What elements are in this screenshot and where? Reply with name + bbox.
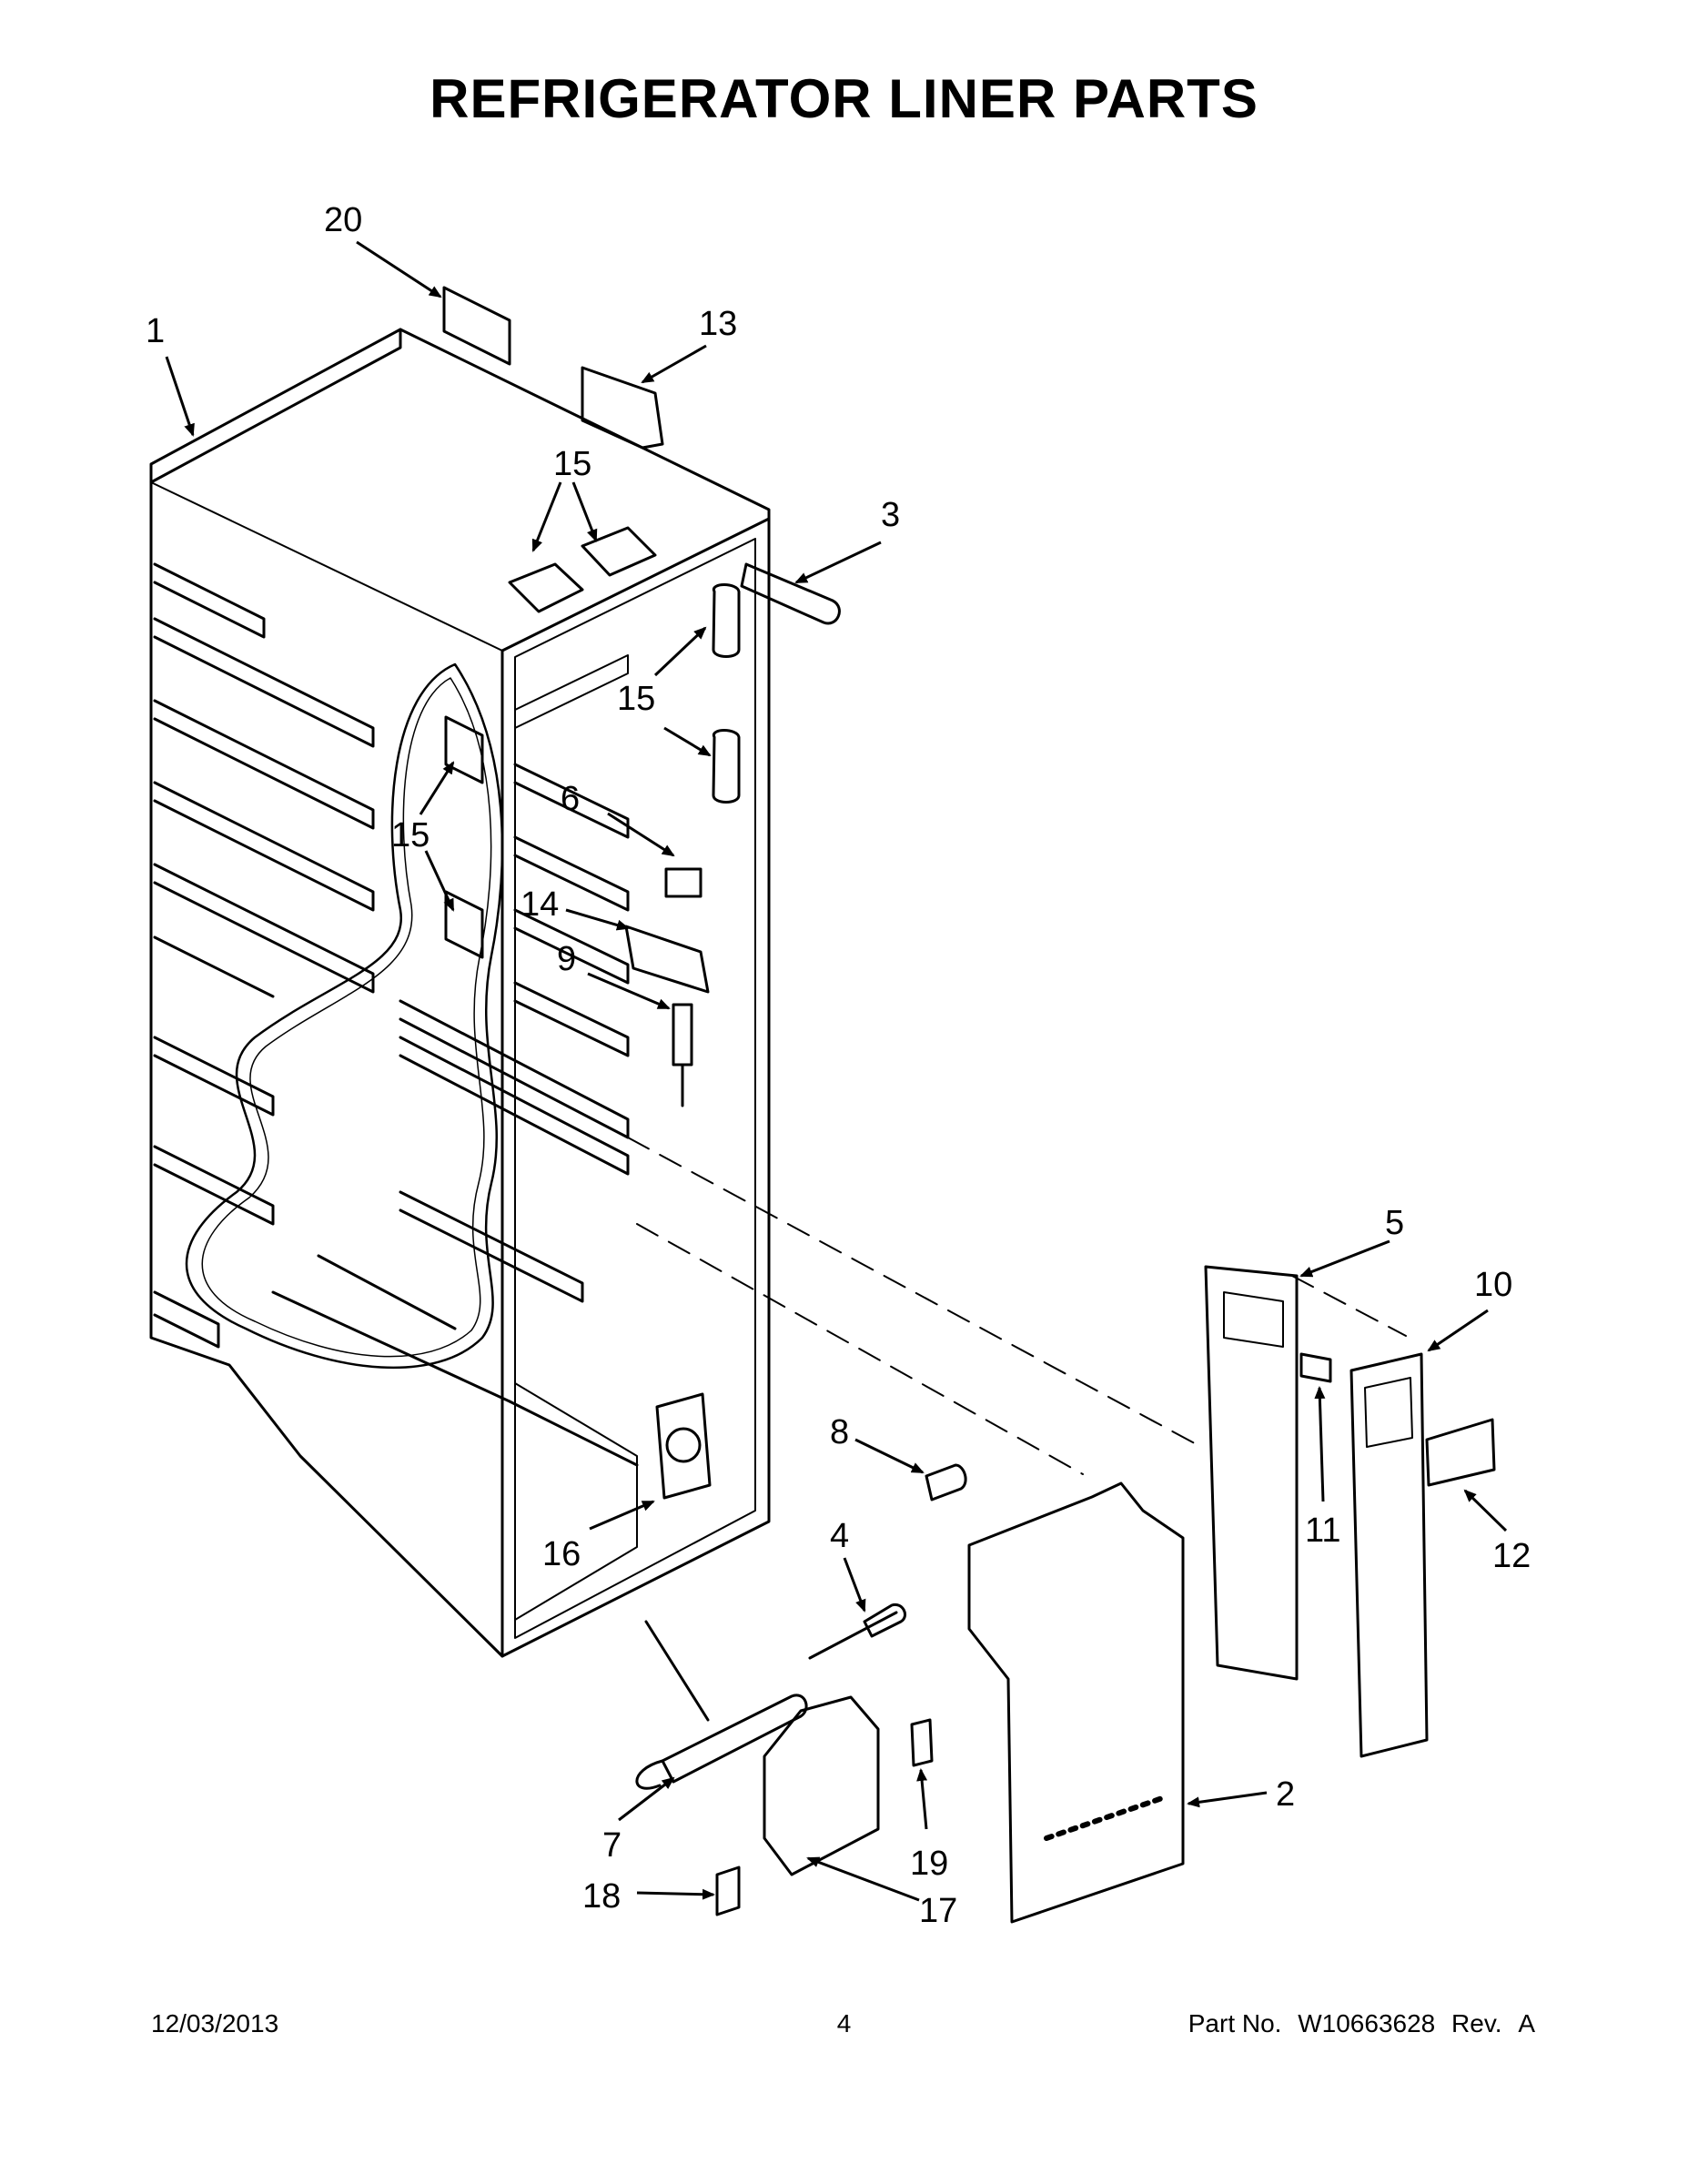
footer-date: 12/03/2013 xyxy=(151,2009,279,2037)
callout-10: 10 xyxy=(1474,1266,1512,1304)
part-2-cover xyxy=(967,1481,1185,1924)
part-15-light-harness-upper xyxy=(444,715,484,784)
part-5-control-panel xyxy=(1204,1265,1299,1681)
part-11-connector xyxy=(1299,1352,1332,1383)
callout-18: 18 xyxy=(582,1877,621,1916)
part-8-plug xyxy=(925,1463,967,1502)
callout-3: 3 xyxy=(881,496,900,534)
part-15-light-right-upper xyxy=(712,583,741,658)
part-12-grille xyxy=(1425,1418,1496,1487)
callout-15c: 15 xyxy=(391,816,430,854)
footer-part-number: W10663628 xyxy=(1298,2009,1436,2037)
callout-2: 2 xyxy=(1276,1775,1295,1814)
callout-13: 13 xyxy=(699,305,737,343)
callout-9: 9 xyxy=(557,940,576,978)
callout-4: 4 xyxy=(830,1517,849,1555)
liner-cabinet xyxy=(149,328,771,1658)
part-3-filter-housing xyxy=(740,562,841,625)
part-20-cover xyxy=(442,286,511,366)
callout-7: 7 xyxy=(602,1826,622,1865)
callout-16: 16 xyxy=(542,1535,581,1573)
callout-20: 20 xyxy=(324,201,362,239)
part-15-light-right-lower xyxy=(712,729,741,804)
part-15-light-top-left xyxy=(508,562,584,613)
part-13-bracket xyxy=(581,366,664,450)
part-19-clip xyxy=(910,1718,934,1767)
footer-part-label: Part No. xyxy=(1188,2009,1282,2037)
part-7-heater xyxy=(635,1620,808,1790)
part-9-thermistor xyxy=(672,1003,693,1107)
part-17-bracket xyxy=(763,1695,880,1876)
part-18-block xyxy=(715,1866,741,1916)
callout-11: 11 xyxy=(1305,1512,1340,1550)
part-16-fan xyxy=(655,1392,712,1500)
callout-8: 8 xyxy=(830,1413,849,1451)
footer-rev-value: A xyxy=(1518,2009,1535,2037)
callout-14: 14 xyxy=(521,885,559,924)
part-10-panel xyxy=(1349,1352,1429,1758)
callout-15a: 15 xyxy=(553,445,591,483)
page-title: REFRIGERATOR LINER PARTS xyxy=(430,68,1258,129)
part-4-sensor xyxy=(808,1603,906,1660)
footer-page-number: 4 xyxy=(836,2009,852,2037)
footer-rev-label: Rev. xyxy=(1451,2009,1502,2037)
callout-5: 5 xyxy=(1385,1204,1404,1242)
callout-19: 19 xyxy=(910,1845,948,1883)
part-14-housing xyxy=(624,925,710,994)
part-15-light-harness-lower xyxy=(444,890,484,959)
callout-1: 1 xyxy=(146,312,165,350)
callout-12: 12 xyxy=(1492,1537,1531,1575)
callout-6: 6 xyxy=(561,780,580,818)
footer-part-info: Part No. W10663628 Rev. A xyxy=(1179,2009,1535,2038)
callout-15b: 15 xyxy=(617,680,655,718)
part-15-light-top-right xyxy=(581,526,657,577)
part-6-switch xyxy=(664,867,702,898)
callout-17: 17 xyxy=(919,1892,957,1930)
